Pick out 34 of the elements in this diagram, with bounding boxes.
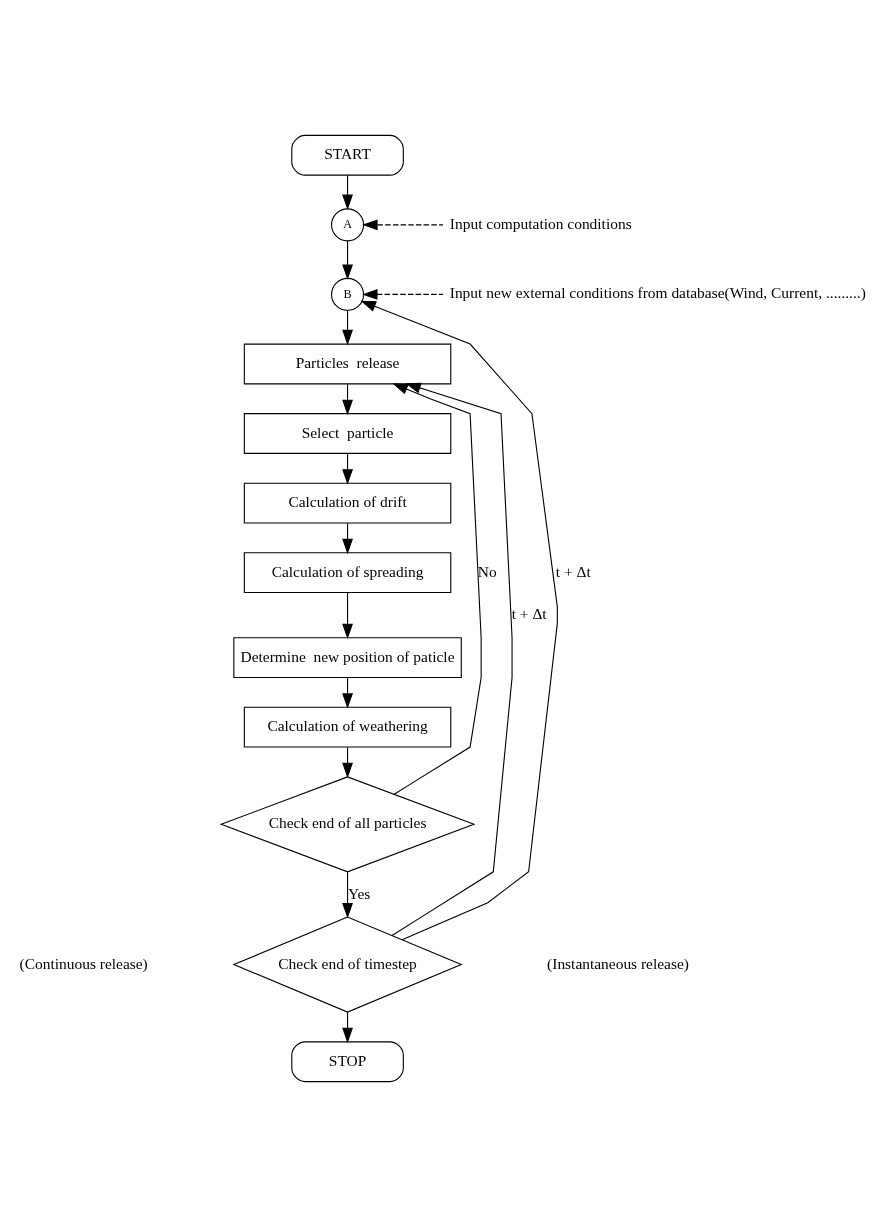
arrow xyxy=(362,218,444,230)
arrow xyxy=(342,383,353,415)
node-box: Calculation of spreading xyxy=(243,551,452,593)
node-diamond: Check end of timestep xyxy=(232,916,463,1013)
arrow xyxy=(391,382,513,936)
edge-label: No xyxy=(477,562,497,580)
arrow xyxy=(342,746,353,778)
edge-label: t + Δt xyxy=(555,562,591,580)
node-box: Particles release xyxy=(243,343,452,384)
arrow xyxy=(342,174,353,210)
arrow xyxy=(342,871,353,918)
node-box: STOP xyxy=(291,1040,404,1082)
arrow xyxy=(342,239,353,280)
node-text: Input new external conditions from database(Wind, Current, .........) xyxy=(449,283,866,301)
node-circle: B xyxy=(331,277,365,311)
node-box: START xyxy=(291,134,404,176)
arrow xyxy=(362,288,444,300)
arrow xyxy=(342,309,353,345)
label: (Instantaneous release) xyxy=(547,954,689,972)
arrow xyxy=(342,1011,353,1043)
node-circle: A xyxy=(331,207,365,241)
arrow xyxy=(360,300,558,940)
label: (Continuous release) xyxy=(19,954,148,972)
node-box: Select particle xyxy=(243,412,452,454)
node-box: Calculation of weathering xyxy=(243,706,452,748)
edge-label: Yes xyxy=(347,884,371,902)
arrow xyxy=(392,382,482,795)
edge-label: t + Δt xyxy=(511,604,547,622)
node-text: Input computation conditions xyxy=(449,214,632,232)
arrow xyxy=(342,591,353,639)
arrow xyxy=(342,522,353,554)
node-diamond: Check end of all particles xyxy=(219,775,476,872)
node-box: Calculation of drift xyxy=(243,482,452,523)
node-box: Determine new position of paticle xyxy=(233,636,462,678)
